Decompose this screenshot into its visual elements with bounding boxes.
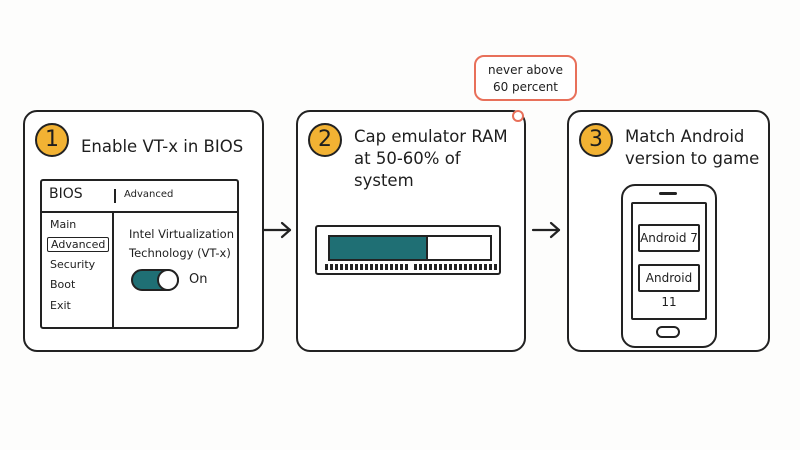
ram-limit-callout: never above 60 percent bbox=[474, 55, 577, 101]
bios-title: BIOS bbox=[49, 186, 83, 202]
ram-pin bbox=[405, 264, 408, 270]
ram-pin bbox=[459, 264, 462, 270]
ram-pin bbox=[350, 264, 353, 270]
ram-pin bbox=[434, 264, 437, 270]
phone-speaker bbox=[659, 192, 677, 195]
bios-menu-boot[interactable]: Boot bbox=[50, 278, 76, 291]
ram-usage-bar bbox=[328, 235, 492, 261]
ram-pin bbox=[380, 264, 383, 270]
step-2-panel: 2 Cap emulator RAM at 50-60% of system bbox=[296, 110, 526, 352]
android-version-option[interactable]: Android 7 bbox=[638, 224, 700, 252]
android-version-option[interactable]: Android 11 bbox=[638, 264, 700, 309]
step-2-title-line1: Cap emulator RAM bbox=[354, 127, 508, 146]
ram-pin bbox=[365, 264, 368, 270]
ram-pin bbox=[340, 264, 343, 270]
bios-window: BIOS Advanced Main Advanced Security Boo… bbox=[40, 179, 239, 329]
toggle-knob bbox=[157, 269, 179, 291]
bios-header-divider bbox=[114, 189, 116, 203]
bios-menu-main[interactable]: Main bbox=[50, 218, 77, 231]
ram-pin bbox=[454, 264, 457, 270]
ram-pin bbox=[489, 264, 492, 270]
vt-x-toggle[interactable] bbox=[131, 269, 179, 291]
bios-header: BIOS Advanced bbox=[42, 181, 237, 213]
ram-stick-icon bbox=[315, 225, 501, 275]
toggle-state-label: On bbox=[189, 272, 208, 287]
ram-pin bbox=[345, 264, 348, 270]
ram-pin bbox=[424, 264, 427, 270]
ram-pin bbox=[484, 264, 487, 270]
phone-home-button bbox=[656, 326, 680, 338]
step-3-title-line1: Match Android bbox=[625, 127, 745, 146]
ram-pin bbox=[390, 264, 393, 270]
callout-line1: never above bbox=[487, 63, 564, 77]
ram-pin bbox=[439, 264, 442, 270]
step-2-title: Cap emulator RAM at 50-60% of system bbox=[354, 126, 524, 192]
ram-pin bbox=[395, 264, 398, 270]
ram-usage-fill bbox=[330, 237, 428, 259]
phone-icon: Android 7 Android 11 bbox=[621, 184, 717, 348]
bios-menu-advanced[interactable]: Advanced bbox=[47, 237, 110, 252]
ram-pin bbox=[355, 264, 358, 270]
ram-pin bbox=[419, 264, 422, 270]
step-1-panel: 1 Enable VT-x in BIOS BIOS Advanced Main… bbox=[23, 110, 264, 352]
ram-pin bbox=[469, 264, 472, 270]
bios-menu-security[interactable]: Security bbox=[50, 258, 96, 271]
step-3-title-line2: version to game bbox=[625, 149, 760, 168]
ram-pins bbox=[323, 263, 497, 270]
step-1-title: Enable VT-x in BIOS bbox=[81, 137, 244, 156]
ram-pin bbox=[370, 264, 373, 270]
ram-pin bbox=[375, 264, 378, 270]
callout-line2: 60 percent bbox=[492, 80, 559, 94]
step-3-panel: 3 Match Android version to game Android … bbox=[567, 110, 770, 352]
ram-pin bbox=[444, 264, 447, 270]
step-2-title-line2: at 50-60% of system bbox=[354, 149, 461, 190]
ram-pin bbox=[479, 264, 482, 270]
ram-pin bbox=[335, 264, 338, 270]
ram-pin bbox=[494, 264, 497, 270]
bios-tab-advanced[interactable]: Advanced bbox=[124, 189, 174, 200]
step-2-badge: 2 bbox=[308, 123, 342, 157]
callout-tail bbox=[512, 110, 524, 122]
arrow-right-icon bbox=[262, 221, 292, 239]
phone-screen: Android 7 Android 11 bbox=[631, 202, 707, 320]
ram-pin bbox=[474, 264, 477, 270]
step-1-badge: 1 bbox=[35, 123, 69, 157]
bios-menu-exit[interactable]: Exit bbox=[50, 299, 71, 312]
ram-pin bbox=[449, 264, 452, 270]
ram-pin bbox=[360, 264, 363, 270]
vt-x-label-line2: Technology (VT-x) bbox=[129, 246, 231, 260]
ram-pin bbox=[325, 264, 328, 270]
ram-pin bbox=[464, 264, 467, 270]
ram-pin bbox=[330, 264, 333, 270]
vt-x-setting-label: Intel Virtualization Technology (VT-x) bbox=[129, 225, 234, 263]
ram-pin bbox=[429, 264, 432, 270]
step-3-title: Match Android version to game bbox=[625, 126, 759, 170]
vt-x-label-line1: Intel Virtualization bbox=[129, 227, 234, 241]
bios-menu: Main Advanced Security Boot Exit bbox=[42, 211, 114, 327]
arrow-right-icon bbox=[531, 221, 561, 239]
step-3-badge: 3 bbox=[579, 123, 613, 157]
ram-pin bbox=[385, 264, 388, 270]
ram-pin bbox=[400, 264, 403, 270]
ram-pin bbox=[414, 264, 417, 270]
